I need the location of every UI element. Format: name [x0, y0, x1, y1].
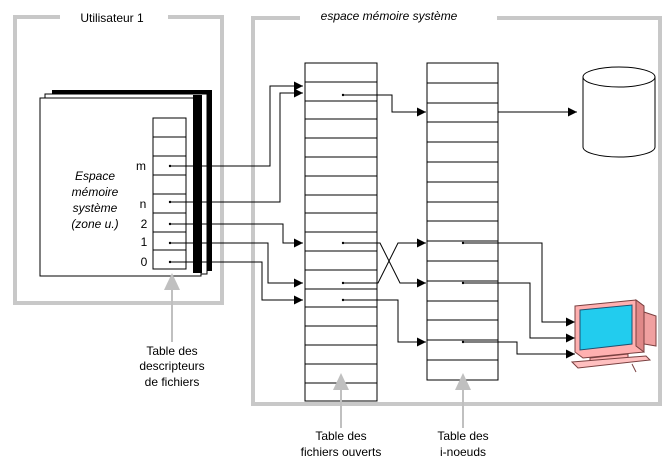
open-files-table-caption: Table des fichiers ouverts — [301, 429, 382, 459]
descriptor-label-2: 2 — [141, 217, 148, 231]
descriptor-row — [152, 174, 187, 195]
descriptor-label-0: 0 — [141, 255, 148, 269]
open-file-row — [304, 194, 378, 214]
arrow-file-d — [343, 299, 426, 347]
descriptor-table-caption: Table des descripteurs de fichiers — [139, 344, 204, 389]
descriptor-row — [152, 193, 187, 214]
openfiles-pointer-arrow — [333, 373, 349, 428]
open-file-row — [304, 325, 378, 346]
descriptor-pointer-arrow — [164, 273, 180, 342]
open-file-row — [304, 81, 378, 102]
inode-arrows — [463, 107, 577, 359]
inode-row — [426, 181, 499, 203]
descriptor-row — [152, 117, 187, 138]
arrow-1 — [170, 242, 303, 288]
pointer-arrows — [164, 273, 471, 428]
inode-row — [426, 201, 499, 222]
open-file-row — [304, 306, 378, 327]
descriptor-label-1: 1 — [141, 235, 148, 249]
arrow-file-a — [343, 94, 426, 117]
inode-row — [426, 260, 499, 282]
inode-row — [426, 141, 499, 163]
descriptor-arrows — [170, 81, 303, 305]
descriptor-row — [152, 136, 187, 157]
user-space-title: Utilisateur 1 — [80, 11, 144, 25]
open-file-row — [304, 231, 378, 252]
user-space-frame — [13, 15, 224, 305]
open-file-row — [304, 175, 378, 196]
process-label-line: (zone u.) — [71, 217, 118, 231]
open-file-row — [304, 62, 378, 83]
arrow-0 — [170, 261, 303, 305]
inode-row — [426, 220, 499, 242]
open-file-row — [304, 212, 378, 233]
caption-line: de fichiers — [145, 375, 200, 389]
open-files-table — [304, 62, 378, 402]
process-label: Espace mémoire système (zone u.) — [71, 169, 118, 231]
descriptor-row — [152, 249, 187, 270]
caption-line: Table des — [146, 344, 197, 358]
arrow-file-b — [343, 242, 426, 288]
caption-line: descripteurs — [139, 359, 204, 373]
disk-icon — [582, 66, 656, 158]
open-file-row — [304, 250, 378, 271]
process-label-line: système — [73, 201, 118, 215]
open-file-row — [304, 100, 378, 120]
descriptor-row — [152, 212, 187, 233]
descriptor-label-m: m — [136, 159, 146, 173]
process-label-line: Espace — [75, 169, 115, 183]
inode-row — [426, 161, 499, 183]
system-space-title: espace mémoire système — [321, 9, 458, 23]
arrow-inode-term1 — [463, 242, 575, 327]
descriptor-row — [152, 231, 187, 251]
open-file-row — [304, 156, 378, 177]
descriptor-table — [152, 117, 187, 270]
arrow-2 — [170, 223, 303, 248]
descriptor-label-n: n — [140, 197, 147, 211]
arrow-inode-term3 — [463, 341, 575, 359]
open-file-row — [304, 137, 378, 158]
inode-pointer-arrow — [455, 373, 471, 428]
caption-line: i-noeuds — [440, 445, 486, 459]
inode-row — [426, 300, 499, 321]
monitor-icon — [570, 299, 657, 373]
open-file-row — [304, 344, 378, 365]
inode-row — [426, 62, 499, 84]
inode-table-caption: Table des i-noeuds — [437, 429, 488, 459]
open-file-row — [304, 288, 378, 308]
inode-table — [426, 62, 499, 381]
open-file-row — [304, 118, 378, 139]
inode-row — [426, 319, 499, 341]
caption-line: Table des — [315, 429, 366, 443]
process-label-line: mémoire — [72, 185, 119, 199]
arrow-m — [170, 81, 303, 167]
arrow-file-c — [343, 238, 426, 284]
openfile-arrows — [343, 94, 426, 347]
caption-line: Table des — [437, 429, 488, 443]
inode-row — [426, 102, 499, 123]
inode-row — [426, 121, 499, 143]
caption-line: fichiers ouverts — [301, 445, 382, 459]
arrow-inode-term2 — [463, 282, 575, 343]
inode-row — [426, 82, 499, 104]
open-file-row — [304, 269, 378, 290]
arrow-n — [170, 88, 303, 203]
system-space-frame — [251, 16, 662, 406]
